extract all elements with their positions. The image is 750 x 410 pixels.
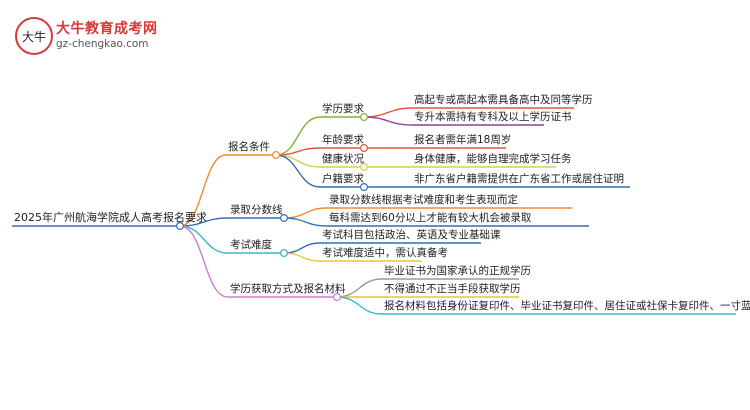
subbranch-connector xyxy=(283,217,328,227)
subbranch-knob xyxy=(360,144,369,153)
root-node[interactable]: 2025年广州航海学院成人高考报名要求 xyxy=(14,211,207,224)
subbranch-connector xyxy=(275,154,321,188)
subbranch-node[interactable]: 学历要求 xyxy=(322,103,364,115)
branch-connector xyxy=(179,154,227,227)
branch-node[interactable]: 考试难度 xyxy=(230,239,272,251)
branch-node[interactable]: 学历获取方式及报名材料 xyxy=(230,283,346,295)
subbranch-knob xyxy=(360,163,369,172)
leaf-node[interactable]: 报名者需年满18周岁 xyxy=(414,134,512,146)
logo-mark-text: 大牛 xyxy=(22,29,46,44)
site-name: 大牛教育成考网 xyxy=(56,21,158,37)
branch-connector xyxy=(179,225,229,298)
subbranch-connector xyxy=(275,116,321,156)
leaf-node[interactable]: 不得通过不正当手段获取学历 xyxy=(384,283,521,295)
branch-knob xyxy=(280,249,289,258)
branch-node[interactable]: 报名条件 xyxy=(228,141,270,153)
root-knob xyxy=(176,222,185,231)
subbranch-node[interactable]: 户籍要求 xyxy=(322,173,364,185)
subbranch-knob xyxy=(360,112,369,121)
subbranch-connector xyxy=(283,242,321,254)
leaf-node[interactable]: 身体健康，能够自理完成学习任务 xyxy=(414,153,572,165)
leaf-node[interactable]: 录取分数线根据考试难度和考生表现而定 xyxy=(329,194,518,206)
leaf-node[interactable]: 报名材料包括身份证复印件、毕业证书复印件、居住证或社保卡复印件、一寸蓝底彩照 xyxy=(384,300,750,312)
subbranch-connector xyxy=(336,296,383,315)
leaf-node[interactable]: 考试难度适中，需认真备考 xyxy=(322,247,448,259)
leaf-node[interactable]: 高起专或高起本需具备高中及同等学历 xyxy=(414,94,593,106)
subbranch-node[interactable]: 年龄要求 xyxy=(322,134,364,146)
branch-node[interactable]: 录取分数线 xyxy=(230,204,283,216)
leaf-node[interactable]: 毕业证书为国家承认的正规学历 xyxy=(384,265,531,277)
branch-knob xyxy=(272,151,281,160)
leaf-node[interactable]: 非广东省户籍需提供在广东省工作或居住证明 xyxy=(414,173,624,185)
leaf-connector xyxy=(363,116,413,126)
subbranch-knob xyxy=(360,183,369,192)
subbranch-connector xyxy=(283,207,328,219)
subbranch-node[interactable]: 健康状况 xyxy=(322,153,364,165)
branch-connector xyxy=(179,217,229,227)
leaf-connector xyxy=(363,107,413,118)
site-url: gz-chengkao.com xyxy=(56,38,149,50)
leaf-node[interactable]: 专升本需持有专科及以上学历证书 xyxy=(414,111,572,123)
branch-knob xyxy=(280,214,289,223)
subbranch-connector xyxy=(283,252,321,262)
branch-connector xyxy=(179,225,229,254)
logo-mark-icon: 大牛 xyxy=(15,17,53,55)
site-logo[interactable]: 大牛 大牛教育成考网 gz-chengkao.com xyxy=(14,16,164,56)
leaf-node[interactable]: 考试科目包括政治、英语及专业基础课 xyxy=(322,229,501,241)
leaf-node[interactable]: 每科需达到60分以上才能有较大机会被录取 xyxy=(329,212,532,224)
branch-knob xyxy=(333,293,342,302)
